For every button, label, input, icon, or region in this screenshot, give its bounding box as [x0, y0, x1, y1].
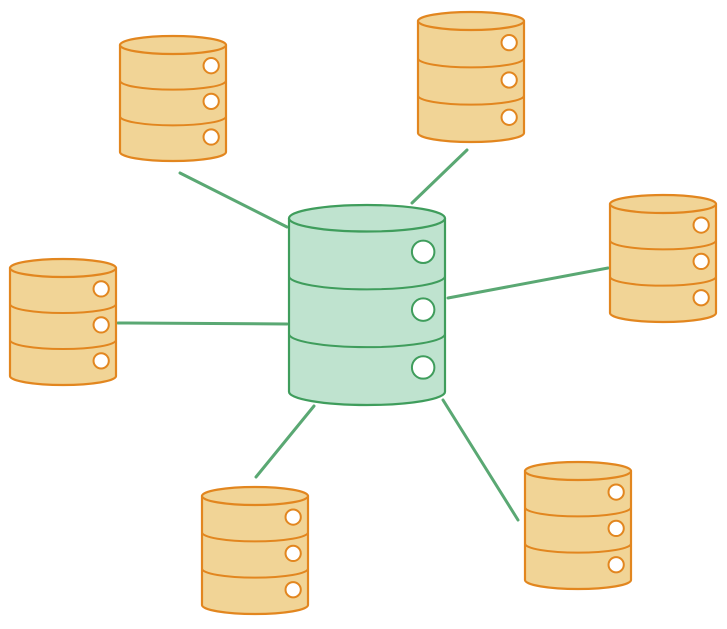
status-light-icon [202, 57, 220, 75]
cylinder-body [287, 217, 447, 407]
connection-line [254, 404, 316, 479]
status-light-icon [692, 289, 710, 307]
cylinder-top [523, 460, 633, 482]
database-icon [200, 485, 310, 616]
cylinder-divider [119, 80, 227, 91]
connection-line [116, 321, 289, 326]
cylinder-body [523, 469, 633, 591]
cylinder-top [8, 257, 118, 279]
status-light-icon [500, 34, 518, 52]
cylinder-top [200, 485, 310, 507]
cylinder-divider [201, 532, 309, 543]
cylinder-divider [288, 275, 446, 291]
cylinder-divider [201, 568, 309, 579]
status-light-icon [500, 71, 518, 89]
cylinder-body [200, 494, 310, 616]
cylinder-top [118, 34, 228, 56]
cylinder-divider [119, 116, 227, 127]
connection-line [441, 398, 520, 522]
status-light-icon [202, 128, 220, 146]
connection-line [446, 266, 610, 300]
cylinder-divider [417, 58, 525, 69]
status-light-icon [284, 544, 302, 563]
status-light-icon [410, 355, 436, 380]
status-light-icon [284, 581, 302, 599]
cylinder-divider [609, 276, 717, 287]
status-light-icon [202, 92, 220, 110]
status-light-icon [410, 239, 436, 265]
cylinder-body [118, 43, 228, 163]
status-light-icon [410, 297, 436, 322]
status-light-icon [607, 556, 625, 574]
connection-line [178, 171, 289, 229]
cylinder-divider [288, 333, 446, 349]
cylinder-divider [524, 543, 632, 554]
status-light-icon [92, 280, 110, 298]
cylinder-body [8, 266, 118, 387]
central-database-icon [287, 203, 447, 407]
connection-line [410, 148, 469, 205]
database-icon [8, 257, 118, 387]
database-icon [523, 460, 633, 591]
status-light-icon [692, 216, 710, 234]
cylinder-top [608, 193, 718, 215]
connection-lines [116, 148, 610, 522]
status-light-icon [92, 352, 110, 370]
database-icon [118, 34, 228, 163]
cylinder-top [416, 10, 526, 32]
status-light-icon [692, 252, 710, 271]
cylinder-divider [524, 507, 632, 518]
cylinder-divider [9, 303, 117, 315]
status-light-icon [500, 108, 518, 126]
database-icon [416, 10, 526, 144]
cylinder-body [416, 19, 526, 144]
cylinder-divider [609, 240, 717, 251]
database-icon [608, 193, 718, 324]
status-light-icon [607, 483, 625, 501]
cylinder-body [608, 202, 718, 324]
cylinder-divider [417, 95, 525, 106]
status-light-icon [607, 519, 625, 538]
cylinder-divider [9, 339, 117, 351]
status-light-icon [92, 316, 110, 334]
status-light-icon [284, 508, 302, 526]
cylinder-top [287, 203, 447, 233]
